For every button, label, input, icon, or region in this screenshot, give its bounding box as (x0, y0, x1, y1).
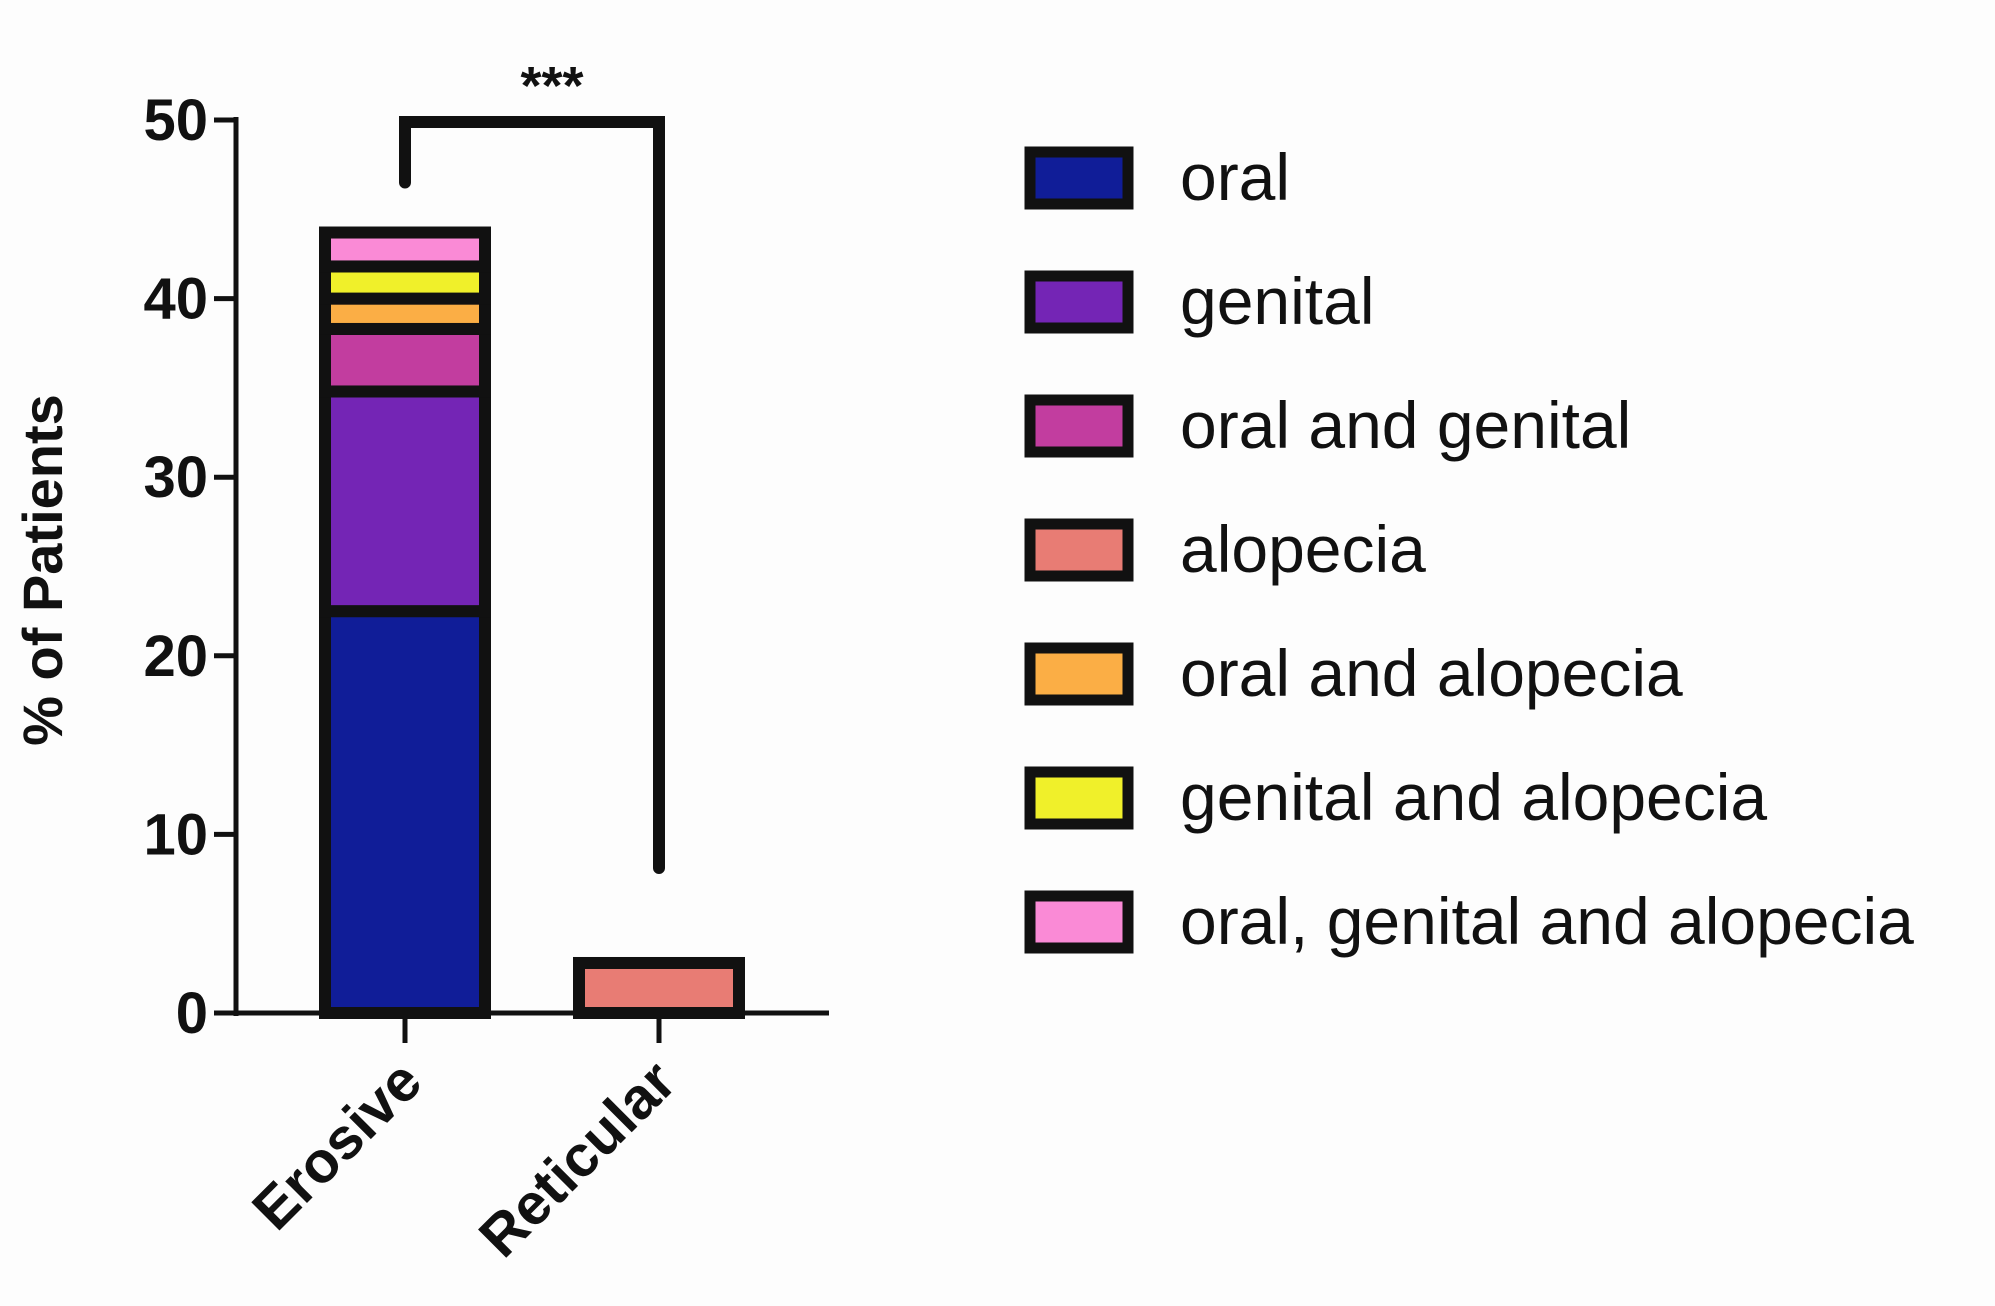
legend-item-genital: genital (1024, 264, 1375, 338)
bars (319, 226, 745, 1020)
y-tick-label: 20 (143, 624, 208, 689)
legend-label: alopecia (1180, 512, 1426, 586)
x-tick-label: Erosive (240, 1048, 434, 1242)
significance-stars: *** (520, 56, 583, 116)
y-tick-label: 40 (143, 267, 208, 332)
bar-segment-alopecia (573, 956, 745, 1020)
legend-swatch (1024, 766, 1134, 830)
bar-segment-oral (319, 605, 491, 1020)
legend-swatch (1024, 642, 1134, 706)
legend-swatch (1024, 146, 1134, 210)
legend-label: oral and alopecia (1180, 636, 1683, 710)
legend-item-oral-and-alopecia: oral and alopecia (1024, 636, 1683, 710)
legend-label: oral (1180, 140, 1290, 214)
legend-item-oral-and-genital: oral and genital (1024, 388, 1631, 462)
legend-swatch (1024, 270, 1134, 334)
legend-label: genital (1180, 264, 1375, 338)
legend-label: oral and genital (1180, 388, 1631, 462)
legend-swatch (1024, 518, 1134, 582)
bar-segment-oral-genital-and-alopecia (319, 226, 491, 273)
legend-swatch (1024, 890, 1134, 954)
bar-segment-genital (319, 385, 491, 618)
bar-segment-oral-and-genital (319, 322, 491, 398)
legend: oral genital oral and genital alopecia oral … (1024, 140, 1914, 958)
y-axis-label: % of Patients (11, 394, 74, 746)
y-tick-label: 0 (176, 981, 208, 1046)
y-tick-label: 10 (143, 802, 208, 867)
legend-item-alopecia: alopecia (1024, 512, 1426, 586)
y-tick-label: 50 (143, 88, 208, 153)
legend-label: oral, genital and alopecia (1180, 884, 1914, 958)
legend-label: genital and alopecia (1180, 760, 1767, 834)
legend-item-oral: oral (1024, 140, 1290, 214)
y-tick-label: 30 (143, 445, 208, 510)
legend-item-genital-and-alopecia: genital and alopecia (1024, 760, 1767, 834)
significance-annotation: *** (399, 56, 665, 874)
legend-item-oral-genital-and-alopecia: oral, genital and alopecia (1024, 884, 1914, 958)
legend-swatch (1024, 394, 1134, 458)
significance-bracket (399, 116, 665, 874)
x-tick-label: Reticular (467, 1048, 688, 1269)
